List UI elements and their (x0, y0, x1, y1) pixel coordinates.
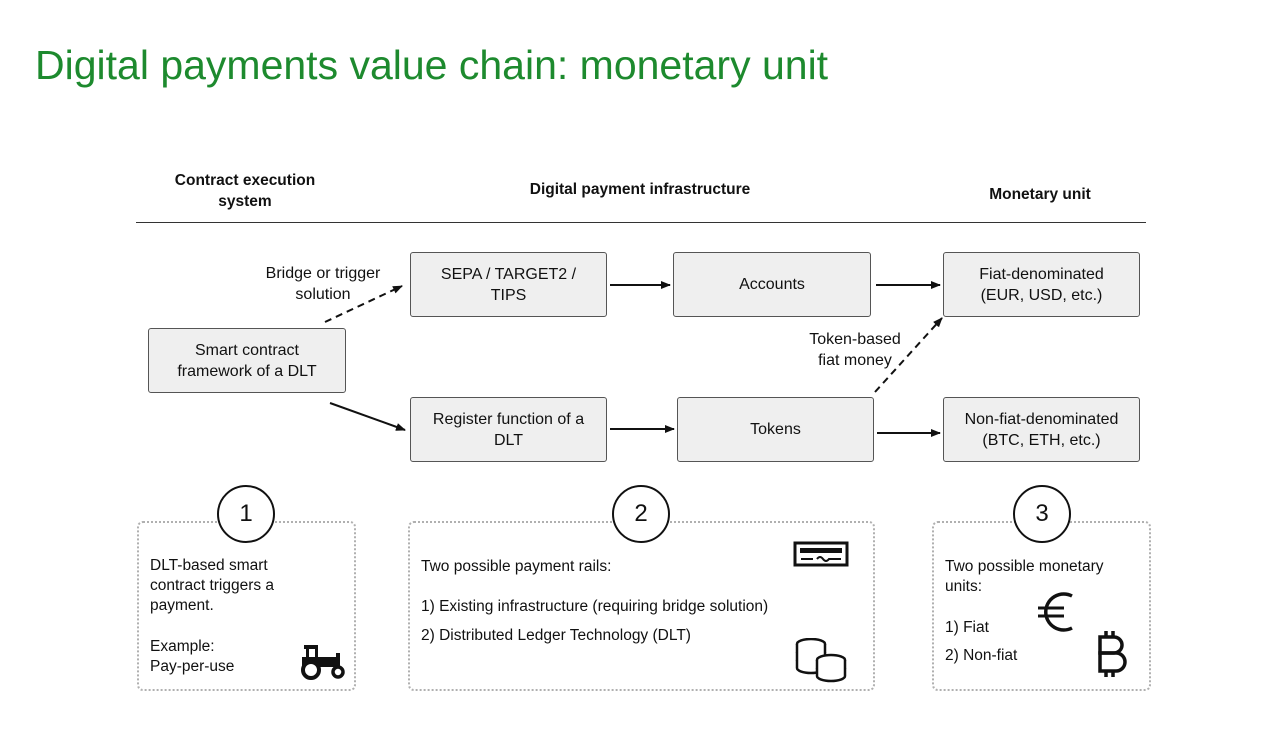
node-non-fiat-denominated: Non-fiat-denominated (BTC, ETH, etc.) (943, 397, 1140, 462)
arrow-smart-to-register (329, 402, 406, 431)
node-smart-contract: Smart contract framework of a DLT (148, 328, 346, 393)
euro-icon (1038, 592, 1073, 632)
header-contract-execution: Contract execution system (174, 172, 316, 210)
node-sepa-target2-tips: SEPA / TARGET2 / TIPS (410, 252, 607, 317)
arrow-bridge-dashed (324, 285, 403, 323)
tractor-icon (301, 645, 345, 680)
panel1-example: Example: Pay-per-use (150, 638, 235, 675)
step-number-1: 1 (217, 485, 275, 543)
node-tokens: Tokens (677, 397, 874, 462)
node-fiat-denominated: Fiat-denominated (EUR, USD, etc.) (943, 252, 1140, 317)
panel1-description: DLT-based smart contract triggers a paym… (150, 557, 275, 614)
node-accounts: Accounts (673, 252, 871, 317)
step-number-2: 2 (612, 485, 670, 543)
header-divider (136, 222, 1146, 223)
cheque-icon (793, 541, 849, 567)
panel3-item-fiat: 1) Fiat (945, 619, 989, 636)
label-bridge-solution: Bridge or trigger solution (265, 265, 381, 303)
node-register-function: Register function of a DLT (410, 397, 607, 462)
panel2-item-dlt: 2) Distributed Ledger Technology (DLT) (421, 627, 691, 644)
header-monetary-unit: Monetary unit (989, 186, 1091, 203)
page-title: Digital payments value chain: monetary u… (35, 42, 829, 88)
coins-icon (795, 638, 847, 683)
header-payment-infrastructure: Digital payment infrastructure (529, 181, 751, 198)
panel3-intro: Two possible monetary units: (945, 558, 1104, 595)
label-token-based-fiat: Token-based fiat money (809, 331, 901, 369)
panel2-intro: Two possible payment rails: (421, 558, 612, 575)
bitcoin-icon (1098, 631, 1127, 677)
panel3-item-non-fiat: 2) Non-fiat (945, 647, 1018, 664)
arrow-token-fiat-dashed (874, 317, 943, 393)
step-number-3: 3 (1013, 485, 1071, 543)
panel2-item-existing-infrastructure: 1) Existing infrastructure (requiring br… (421, 598, 769, 615)
